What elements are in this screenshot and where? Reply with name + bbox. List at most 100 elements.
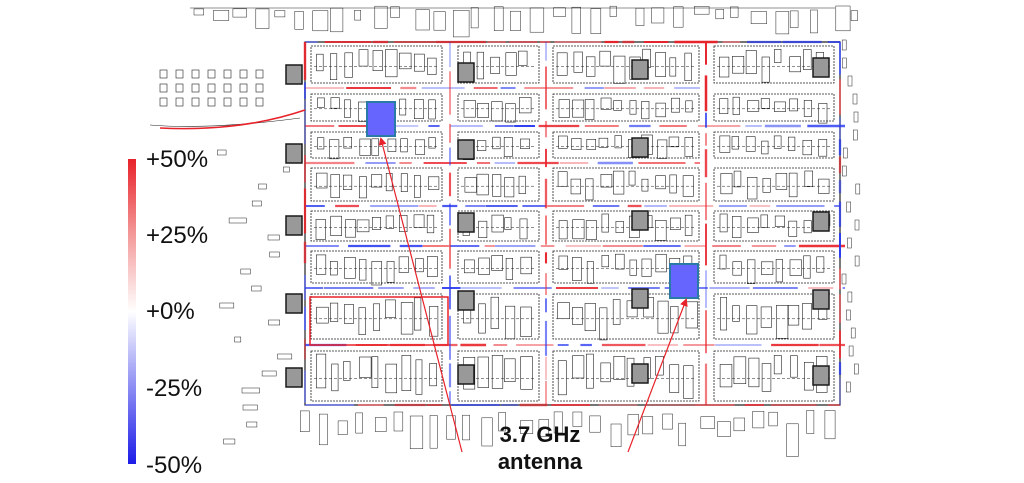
room-detail: [628, 170, 636, 186]
exterior-structure: [510, 10, 521, 31]
exterior-structure: [589, 415, 601, 433]
marker-square: [285, 215, 303, 236]
room-detail: [776, 304, 789, 339]
room-detail: [732, 55, 745, 74]
marker-square: [285, 293, 303, 314]
room-detail: [491, 214, 504, 233]
room-detail: [556, 52, 568, 76]
room-detail: [685, 100, 693, 113]
room-detail: [399, 98, 407, 116]
exterior-structure: [193, 8, 204, 16]
room-block: [713, 350, 835, 402]
room-block: [310, 45, 443, 84]
room-detail: [629, 100, 637, 115]
exterior-structure: [390, 6, 400, 18]
exterior-structure: [850, 10, 858, 21]
room-detail: [761, 261, 774, 275]
room-detail: [669, 174, 677, 194]
annex-detail: [251, 285, 262, 292]
annex-room: [255, 69, 264, 79]
room-detail: [520, 138, 530, 149]
room-detail: [356, 219, 370, 233]
room-detail: [657, 139, 668, 159]
room-detail: [331, 363, 339, 392]
room-detail: [720, 297, 727, 331]
exterior-structure: [854, 219, 860, 231]
annex-detail: [219, 302, 235, 309]
room-detail: [343, 361, 351, 381]
room-detail: [719, 56, 730, 78]
room-detail: [760, 214, 768, 228]
annex-detail: [268, 319, 280, 326]
room-detail: [520, 306, 532, 337]
room-block: [552, 210, 700, 242]
exterior-structure: [824, 410, 836, 440]
room-detail: [427, 256, 438, 277]
antenna-marker: [366, 101, 396, 137]
room-block: [713, 131, 835, 159]
exterior-structure: [520, 420, 534, 434]
exterior-structure: [786, 423, 799, 457]
exterior-structure: [847, 291, 853, 303]
room-block: [552, 167, 700, 202]
room-detail: [803, 100, 812, 117]
room-detail: [684, 214, 693, 236]
annex-detail: [217, 149, 227, 156]
exterior-structure: [846, 309, 851, 321]
access-point-markers: [285, 57, 830, 388]
room-detail: [774, 48, 782, 63]
annex-room: [223, 83, 232, 93]
room-detail: [386, 261, 395, 283]
exterior-structure: [847, 75, 853, 87]
exterior-structure: [274, 10, 286, 18]
room-detail: [601, 255, 609, 268]
room-detail: [398, 256, 409, 273]
exterior-structure: [355, 412, 363, 434]
room-detail: [428, 99, 436, 120]
room-detail: [518, 175, 526, 194]
room-detail: [615, 253, 625, 270]
room-detail: [558, 99, 570, 118]
exterior-structure: [609, 5, 617, 17]
room-detail: [789, 98, 798, 112]
room-detail: [613, 170, 625, 195]
room-detail: [789, 259, 802, 276]
room-detail: [573, 51, 583, 73]
room-detail: [570, 178, 581, 195]
room-detail: [774, 215, 786, 227]
room-detail: [344, 304, 354, 324]
room-detail: [720, 173, 733, 195]
exterior-structure: [337, 420, 348, 435]
room-detail: [415, 359, 423, 395]
room-detail: [520, 256, 532, 275]
room-detail: [745, 136, 756, 152]
room-detail: [732, 96, 740, 115]
room-detail: [586, 353, 594, 389]
exterior-structure: [854, 363, 859, 375]
exterior-structure: [846, 201, 851, 213]
room-detail: [747, 259, 756, 284]
room-detail: [733, 356, 747, 384]
room-detail: [315, 219, 326, 240]
floor-plan: [149, 5, 861, 457]
room-detail: [505, 103, 516, 123]
annex-room: [159, 69, 168, 79]
room-detail: [732, 216, 742, 238]
annex-room: [191, 69, 200, 79]
room-detail: [371, 138, 379, 156]
room-detail: [803, 255, 811, 279]
exterior-structure: [453, 10, 470, 38]
room-detail: [599, 50, 611, 67]
room-detail: [492, 136, 501, 150]
annex-room: [175, 97, 184, 107]
room-detail: [613, 55, 626, 84]
room-detail: [317, 97, 325, 108]
room-detail: [329, 261, 338, 276]
exterior-structure: [415, 9, 430, 31]
room-detail: [584, 99, 595, 120]
room-detail: [761, 56, 770, 83]
marker-square: [457, 364, 475, 385]
room-detail: [671, 97, 680, 113]
room-block: [457, 250, 540, 284]
